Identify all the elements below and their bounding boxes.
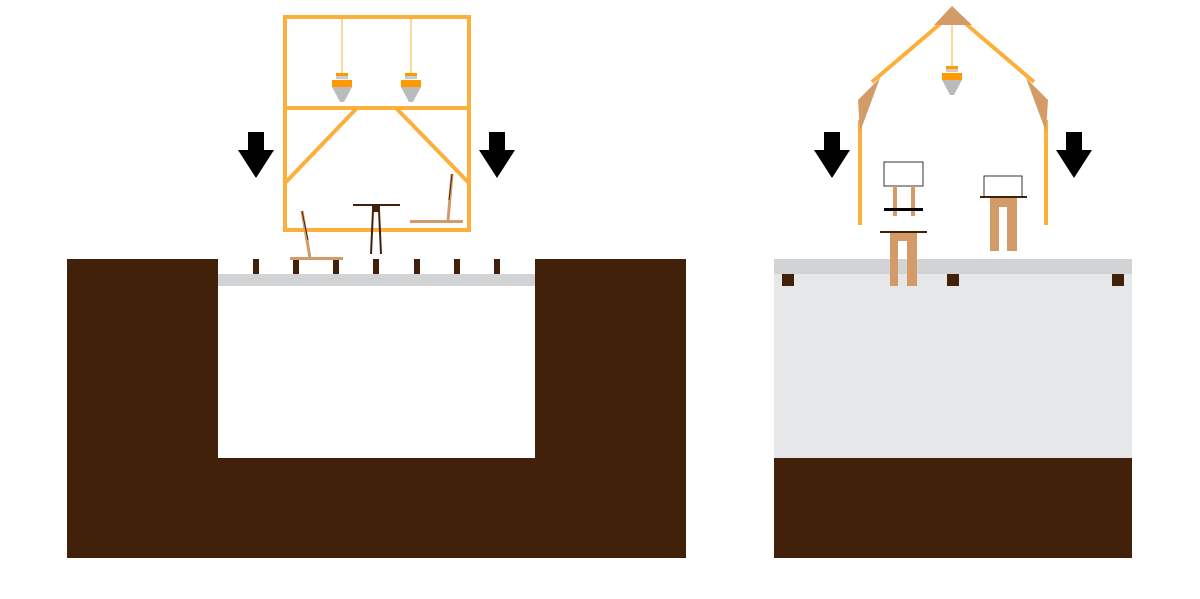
floor-deck xyxy=(218,274,535,286)
earth-mass xyxy=(774,458,1132,558)
pavilion-frame xyxy=(283,15,471,232)
sunken-pavilion-section xyxy=(67,15,686,558)
pendant-lamp-icon xyxy=(332,17,352,102)
house-frame xyxy=(858,22,1048,225)
floor-deck xyxy=(774,259,1132,274)
chair-icon xyxy=(290,210,343,260)
stool-with-monitor-icon xyxy=(883,161,924,216)
fill-layer xyxy=(774,259,1132,458)
chair-icon xyxy=(410,173,463,223)
desk-with-laptop-icon xyxy=(980,175,1027,251)
table-icon xyxy=(353,204,400,255)
excavated-pit xyxy=(218,259,535,458)
roof-joints xyxy=(858,6,1048,132)
raised-house-section xyxy=(774,6,1132,558)
down-arrow-icon xyxy=(238,132,274,178)
pendant-lamp-icon xyxy=(942,25,962,95)
beam-ends xyxy=(782,274,1124,286)
deck-posts xyxy=(253,259,500,274)
down-arrow-icon xyxy=(479,132,515,178)
down-arrow-icon xyxy=(814,132,850,178)
pendant-lamp-icon xyxy=(401,17,421,102)
down-arrow-icon xyxy=(1056,132,1092,178)
desk-icon xyxy=(880,231,927,286)
